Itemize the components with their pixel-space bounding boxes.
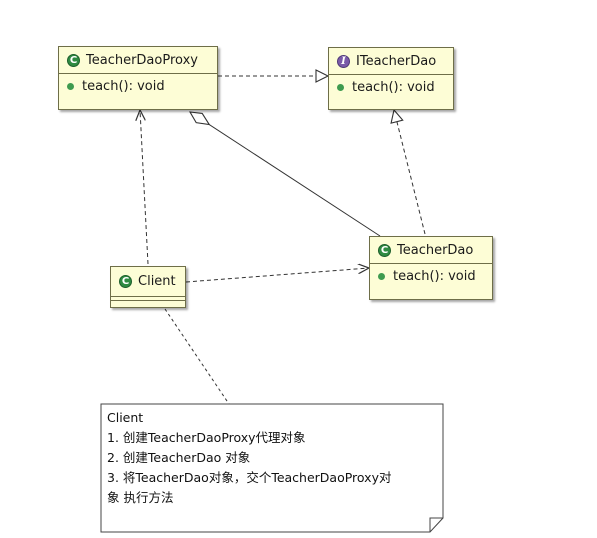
class-name: TeacherDao bbox=[397, 242, 474, 258]
interface-icon: I bbox=[337, 54, 350, 68]
operation-signature: teach(): void bbox=[82, 78, 165, 94]
note-shape bbox=[100, 403, 444, 533]
class-header: C TeacherDao bbox=[370, 237, 492, 264]
class-client[interactable]: C Client bbox=[110, 266, 186, 308]
class-teacher-dao-proxy[interactable]: C TeacherDaoProxy teach(): void bbox=[58, 46, 218, 110]
note-client[interactable]: Client 1. 创建TeacherDaoProxy代理对象 2. 创建Tea… bbox=[101, 404, 442, 532]
class-operations: teach(): void bbox=[59, 74, 217, 98]
class-teacher-dao[interactable]: C TeacherDao teach(): void bbox=[369, 236, 493, 300]
edge-note-connector bbox=[164, 308, 230, 405]
interface-header: I ITeacherDao bbox=[329, 48, 453, 75]
note-line: Client bbox=[107, 410, 144, 425]
operation-row: teach(): void bbox=[337, 78, 445, 96]
class-operations: teach(): void bbox=[370, 264, 492, 288]
class-header: C Client bbox=[111, 267, 185, 297]
class-icon: C bbox=[119, 275, 132, 288]
public-method-icon bbox=[67, 82, 74, 90]
class-icon: C bbox=[378, 243, 391, 257]
note-line: 2. 创建TeacherDao 对象 bbox=[107, 450, 251, 465]
class-name: TeacherDaoProxy bbox=[86, 52, 198, 68]
interface-name: ITeacherDao bbox=[356, 53, 437, 69]
class-operations-empty bbox=[111, 300, 185, 303]
edge-proxy-aggregates-target bbox=[190, 112, 381, 237]
note-fold bbox=[429, 517, 443, 532]
operation-signature: teach(): void bbox=[393, 268, 476, 284]
note-line: 象 执行方法 bbox=[107, 490, 174, 505]
public-method-icon bbox=[378, 272, 385, 280]
edge-client-depends-proxy bbox=[140, 110, 149, 265]
note-line: 3. 将TeacherDao对象，交个TeacherDaoProxy对 bbox=[107, 470, 392, 485]
operation-row: teach(): void bbox=[67, 77, 209, 95]
note-line: 1. 创建TeacherDaoProxy代理对象 bbox=[107, 430, 306, 445]
operation-row: teach(): void bbox=[378, 267, 484, 285]
operation-signature: teach(): void bbox=[352, 79, 435, 95]
interface-iteacher-dao[interactable]: I ITeacherDao teach(): void bbox=[328, 47, 454, 110]
class-header: C TeacherDaoProxy bbox=[59, 47, 217, 74]
class-name: Client bbox=[138, 274, 176, 289]
public-method-icon bbox=[337, 83, 344, 91]
class-icon: C bbox=[67, 53, 80, 67]
edge-target-realizes-interface bbox=[394, 110, 426, 235]
interface-operations: teach(): void bbox=[329, 75, 453, 99]
edge-client-depends-target bbox=[185, 268, 369, 283]
